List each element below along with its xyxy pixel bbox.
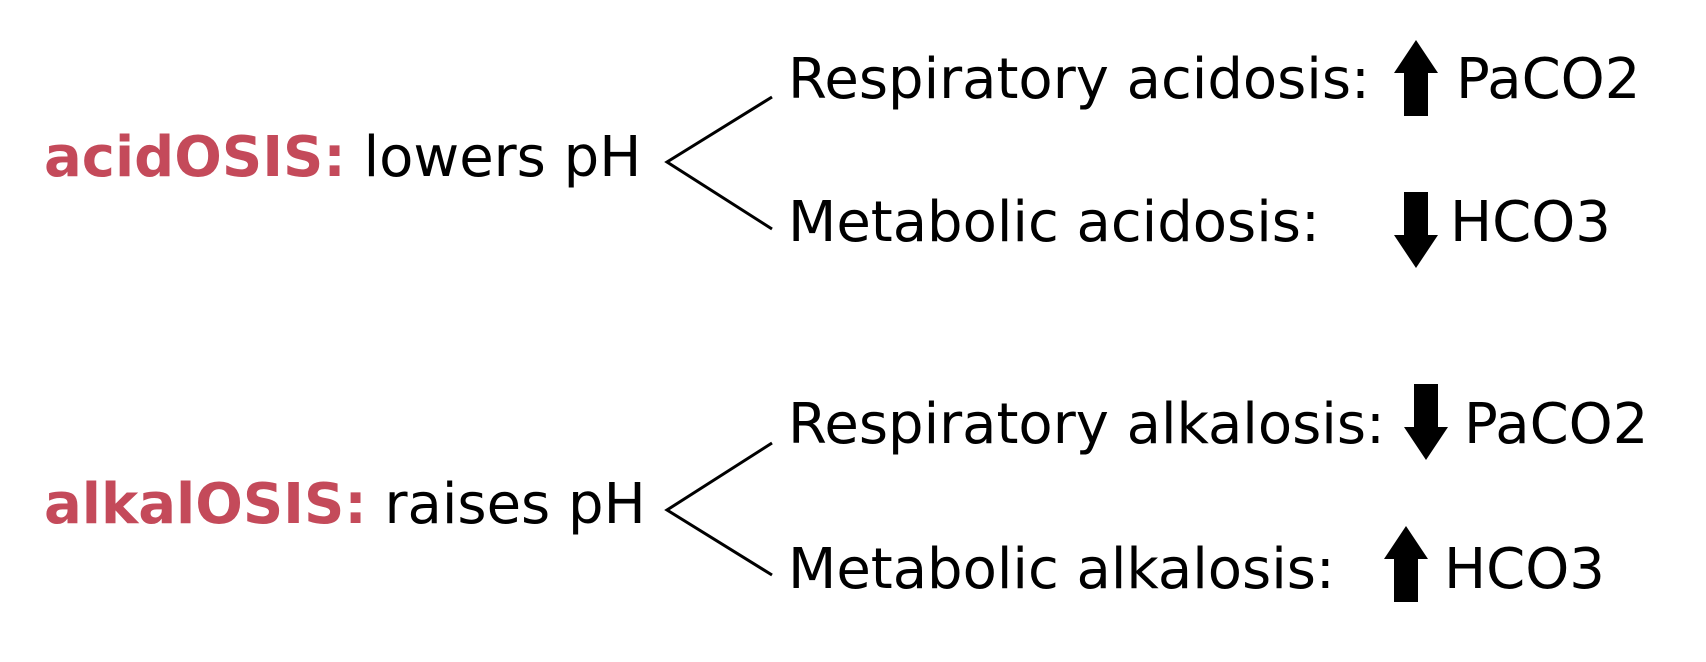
respiratory-alkalosis-value: PaCO2 [1464,392,1649,457]
metabolic-acidosis-value: HCO3 [1450,190,1611,255]
down-arrow-icon [1394,192,1438,268]
respiratory-acidosis-value: PaCO2 [1456,47,1641,112]
down-arrow-icon [1404,384,1448,460]
up-arrow-icon [1394,40,1438,116]
respiratory-acidosis-label: Respiratory acidosis: [788,47,1370,112]
acidosis-term: acidOSIS: [44,125,346,190]
acidosis-heading: acidOSIS: lowers pH [44,130,641,186]
metabolic-alkalosis-value: HCO3 [1444,537,1605,602]
alkalosis-effect: raises pH [384,472,646,537]
acidosis-effect: lowers pH [363,125,642,190]
up-arrow-icon [1384,526,1428,602]
alkalosis-term: alkalOSIS: [44,472,367,537]
acidosis-branch-connector [664,95,773,231]
respiratory-alkalosis-label: Respiratory alkalosis: [788,392,1385,457]
alkalosis-heading: alkalOSIS: raises pH [44,477,646,533]
metabolic-acidosis-label: Metabolic acidosis: [788,190,1320,255]
alkalosis-branch-connector [664,441,773,577]
metabolic-alkalosis-label: Metabolic alkalosis: [788,537,1335,602]
